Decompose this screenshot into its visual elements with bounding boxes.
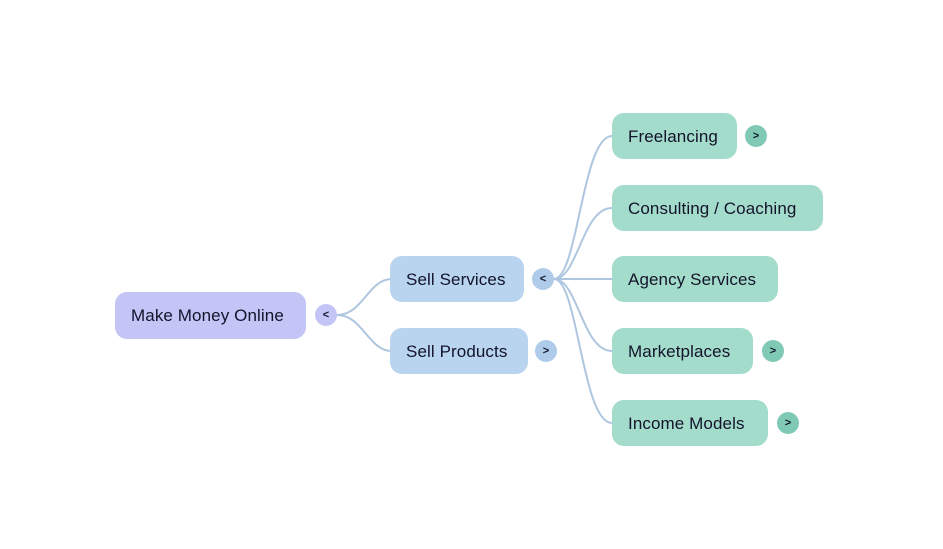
node-sell-products[interactable]: Sell Products [390,328,528,374]
toggle-marketplaces[interactable]: > [762,340,784,362]
edge-root-to-sell-products [336,314,393,352]
toggle-sell-services[interactable]: < [532,268,554,290]
node-agency-services[interactable]: Agency Services [612,256,778,302]
node-label: Marketplaces [628,341,731,361]
node-label: Freelancing [628,126,718,146]
node-label: Income Models [628,413,745,433]
edge-sell-services-to-marketplaces [553,278,613,352]
node-label: Agency Services [628,269,757,289]
node-label: Consulting / Coaching [628,198,797,218]
toggle-sell-products[interactable]: > [535,340,557,362]
toggle-freelancing[interactable]: > [745,125,767,147]
node-make-money-online[interactable]: Make Money Online [115,292,306,339]
edge-sell-services-to-consulting [553,207,613,280]
node-consulting-coaching[interactable]: Consulting / Coaching [612,185,823,231]
edge-root-to-sell-services [336,278,393,316]
edge-sell-services-to-freelancing [553,135,613,280]
node-label: Sell Products [406,341,508,361]
node-freelancing[interactable]: Freelancing [612,113,737,159]
toggle-income-models[interactable]: > [777,412,799,434]
node-income-models[interactable]: Income Models [612,400,768,446]
node-sell-services[interactable]: Sell Services [390,256,524,302]
node-label: Make Money Online [131,306,284,325]
toggle-make-money-online[interactable]: < [315,304,337,326]
node-label: Sell Services [406,269,506,289]
node-marketplaces[interactable]: Marketplaces [612,328,753,374]
edge-sell-services-to-income-models [553,278,613,424]
